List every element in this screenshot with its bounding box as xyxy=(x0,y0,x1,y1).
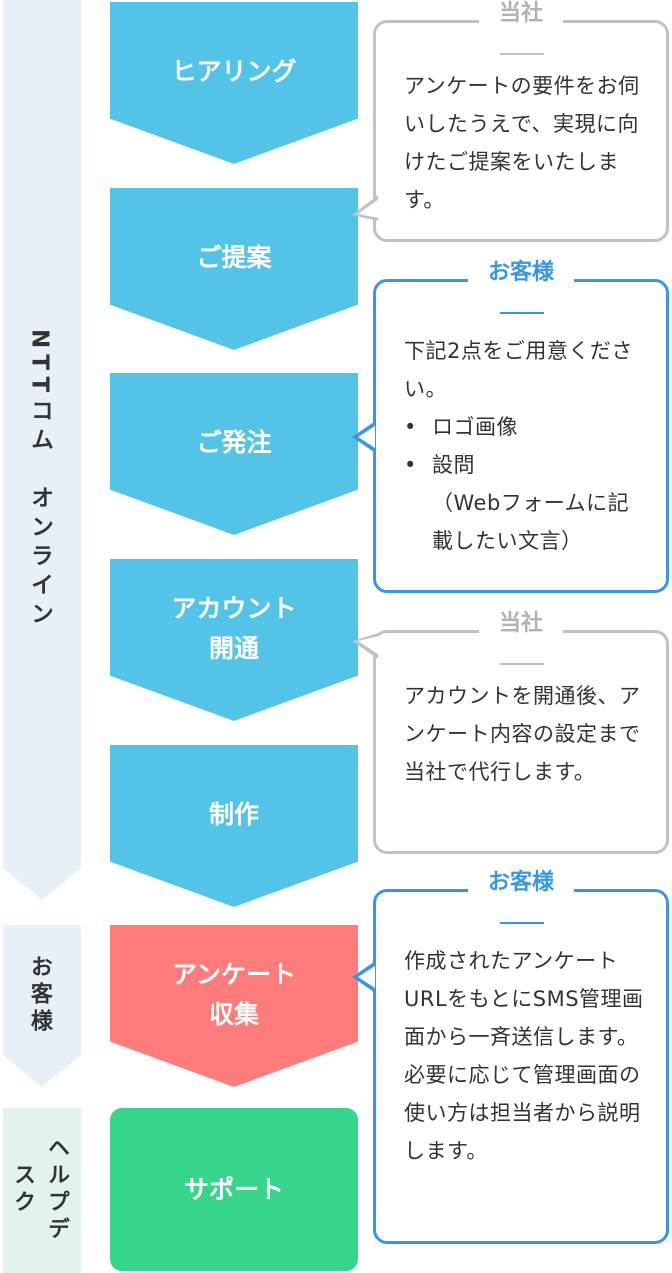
list-item: 設問 xyxy=(404,446,650,484)
phase-label-help-desk: ヘルプデスク xyxy=(10,1136,69,1244)
callout-text: アンケートの要件をお伺いしたうえで、実現に向けたご提案をいたします。 xyxy=(404,74,640,212)
callout-tag-customer: お客様 xyxy=(467,866,574,900)
phase-band-customer xyxy=(3,925,81,1087)
callout-company-hearing: 当社 アンケートの要件をお伺いしたうえで、実現に向けたご提案をいたします。 xyxy=(352,0,669,242)
phase-label-ntt-com-online: NTTコム オンライン xyxy=(26,329,53,631)
step-survey-collection: アンケート 収集 xyxy=(110,925,358,1087)
phase-label-customer: お客様 xyxy=(26,954,52,1036)
required-items-list: ロゴ画像 設問 xyxy=(404,408,650,484)
step-hearing: ヒアリング xyxy=(110,2,358,164)
callout-company-account: 当社 アカウントを開通後、アンケート内容の設定まで当社で代行します。 xyxy=(352,607,669,854)
callout-text: 作成されたアンケートURLをもとにSMS管理画面から一斉送信します。必要に応じて… xyxy=(404,949,644,1163)
step-order: ご発注 xyxy=(110,373,358,535)
callout-customer-collection: お客様 作成されたアンケートURLをもとにSMS管理画面から一斉送信します。必要… xyxy=(352,866,669,1244)
callout-tag-customer: お客様 xyxy=(467,256,574,290)
callout-tag-company: 当社 xyxy=(478,0,563,31)
phase-band-ntt-com-online xyxy=(3,0,81,900)
callout-tag-company: 当社 xyxy=(478,607,563,641)
list-item: ロゴ画像 xyxy=(404,408,650,446)
phase-band-help-desk xyxy=(3,1108,81,1273)
step-account-activation: アカウント 開通 xyxy=(110,559,358,721)
step-production: 制作 xyxy=(110,745,358,907)
callout-note: （Webフォームに記載したい文言） xyxy=(432,491,630,553)
step-support: サポート xyxy=(110,1108,358,1271)
step-proposal: ご提案 xyxy=(110,188,358,350)
callout-text: 下記2点をご用意ください。 xyxy=(404,339,633,401)
callout-customer-order: お客様 下記2点をご用意ください。 ロゴ画像 設問 （Webフォームに記載したい… xyxy=(352,256,669,593)
callout-text: アカウントを開通後、アンケート内容の設定まで当社で代行します。 xyxy=(404,684,641,784)
